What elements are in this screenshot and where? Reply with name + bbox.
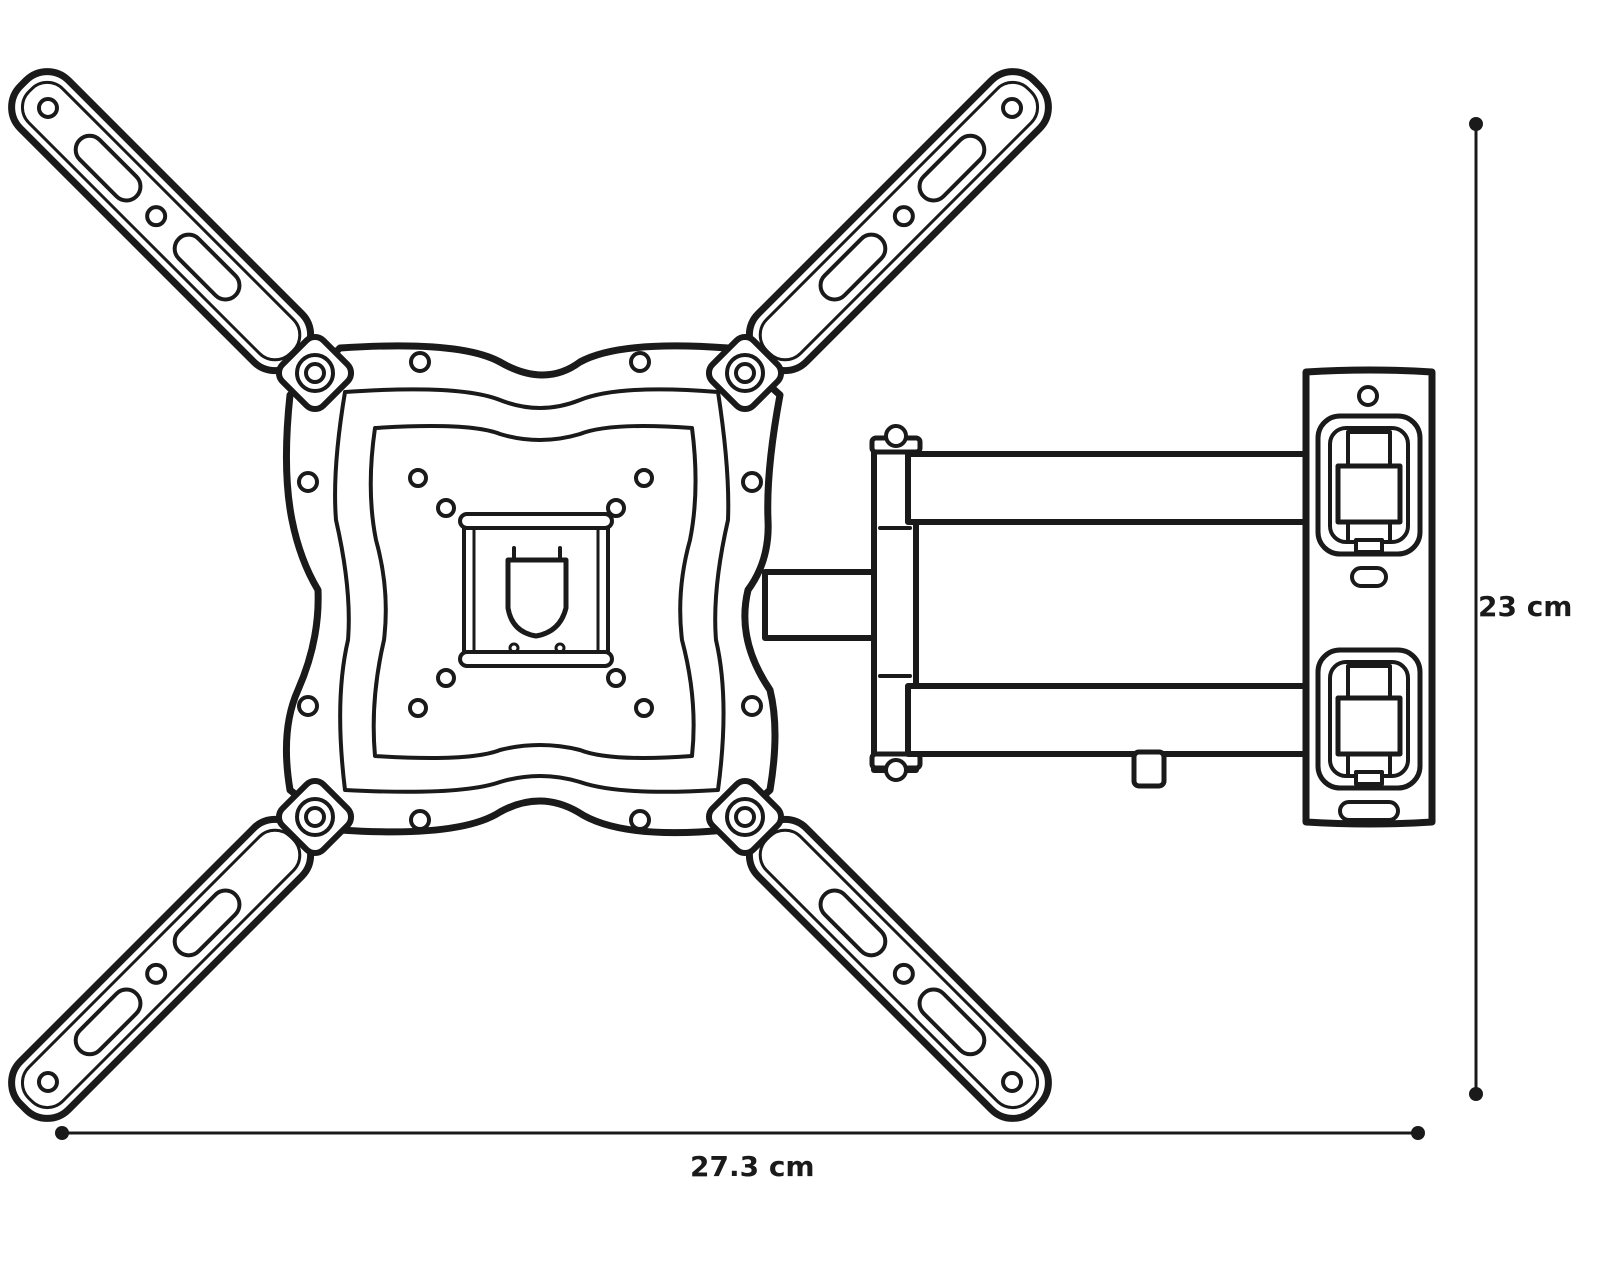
corner-bolt-top-left [275, 333, 355, 413]
plate-mounting-holes [297, 351, 763, 831]
wall-plate [1302, 366, 1436, 828]
height-dimension-label: 23 cm [1478, 590, 1573, 623]
tv-mount-plate [282, 342, 784, 837]
corner-bolt-bottom-left [275, 777, 355, 857]
corner-bolt-bottom-right [705, 777, 785, 857]
width-dimension-line [55, 1126, 1425, 1140]
vesa-arm-top-left [8, 68, 315, 375]
height-dimension-line [1469, 117, 1483, 1101]
width-dimension-label: 27.3 cm [690, 1150, 815, 1183]
wall-hinge-upper [1315, 413, 1423, 557]
wall-hinge-lower [1315, 647, 1423, 791]
vesa-arm-bottom-right [745, 815, 1052, 1122]
corner-bolt-top-right [705, 333, 785, 413]
center-bracket [458, 512, 614, 668]
vesa-arm-top-right [745, 68, 1052, 375]
vesa-arm-bottom-left [8, 815, 315, 1122]
